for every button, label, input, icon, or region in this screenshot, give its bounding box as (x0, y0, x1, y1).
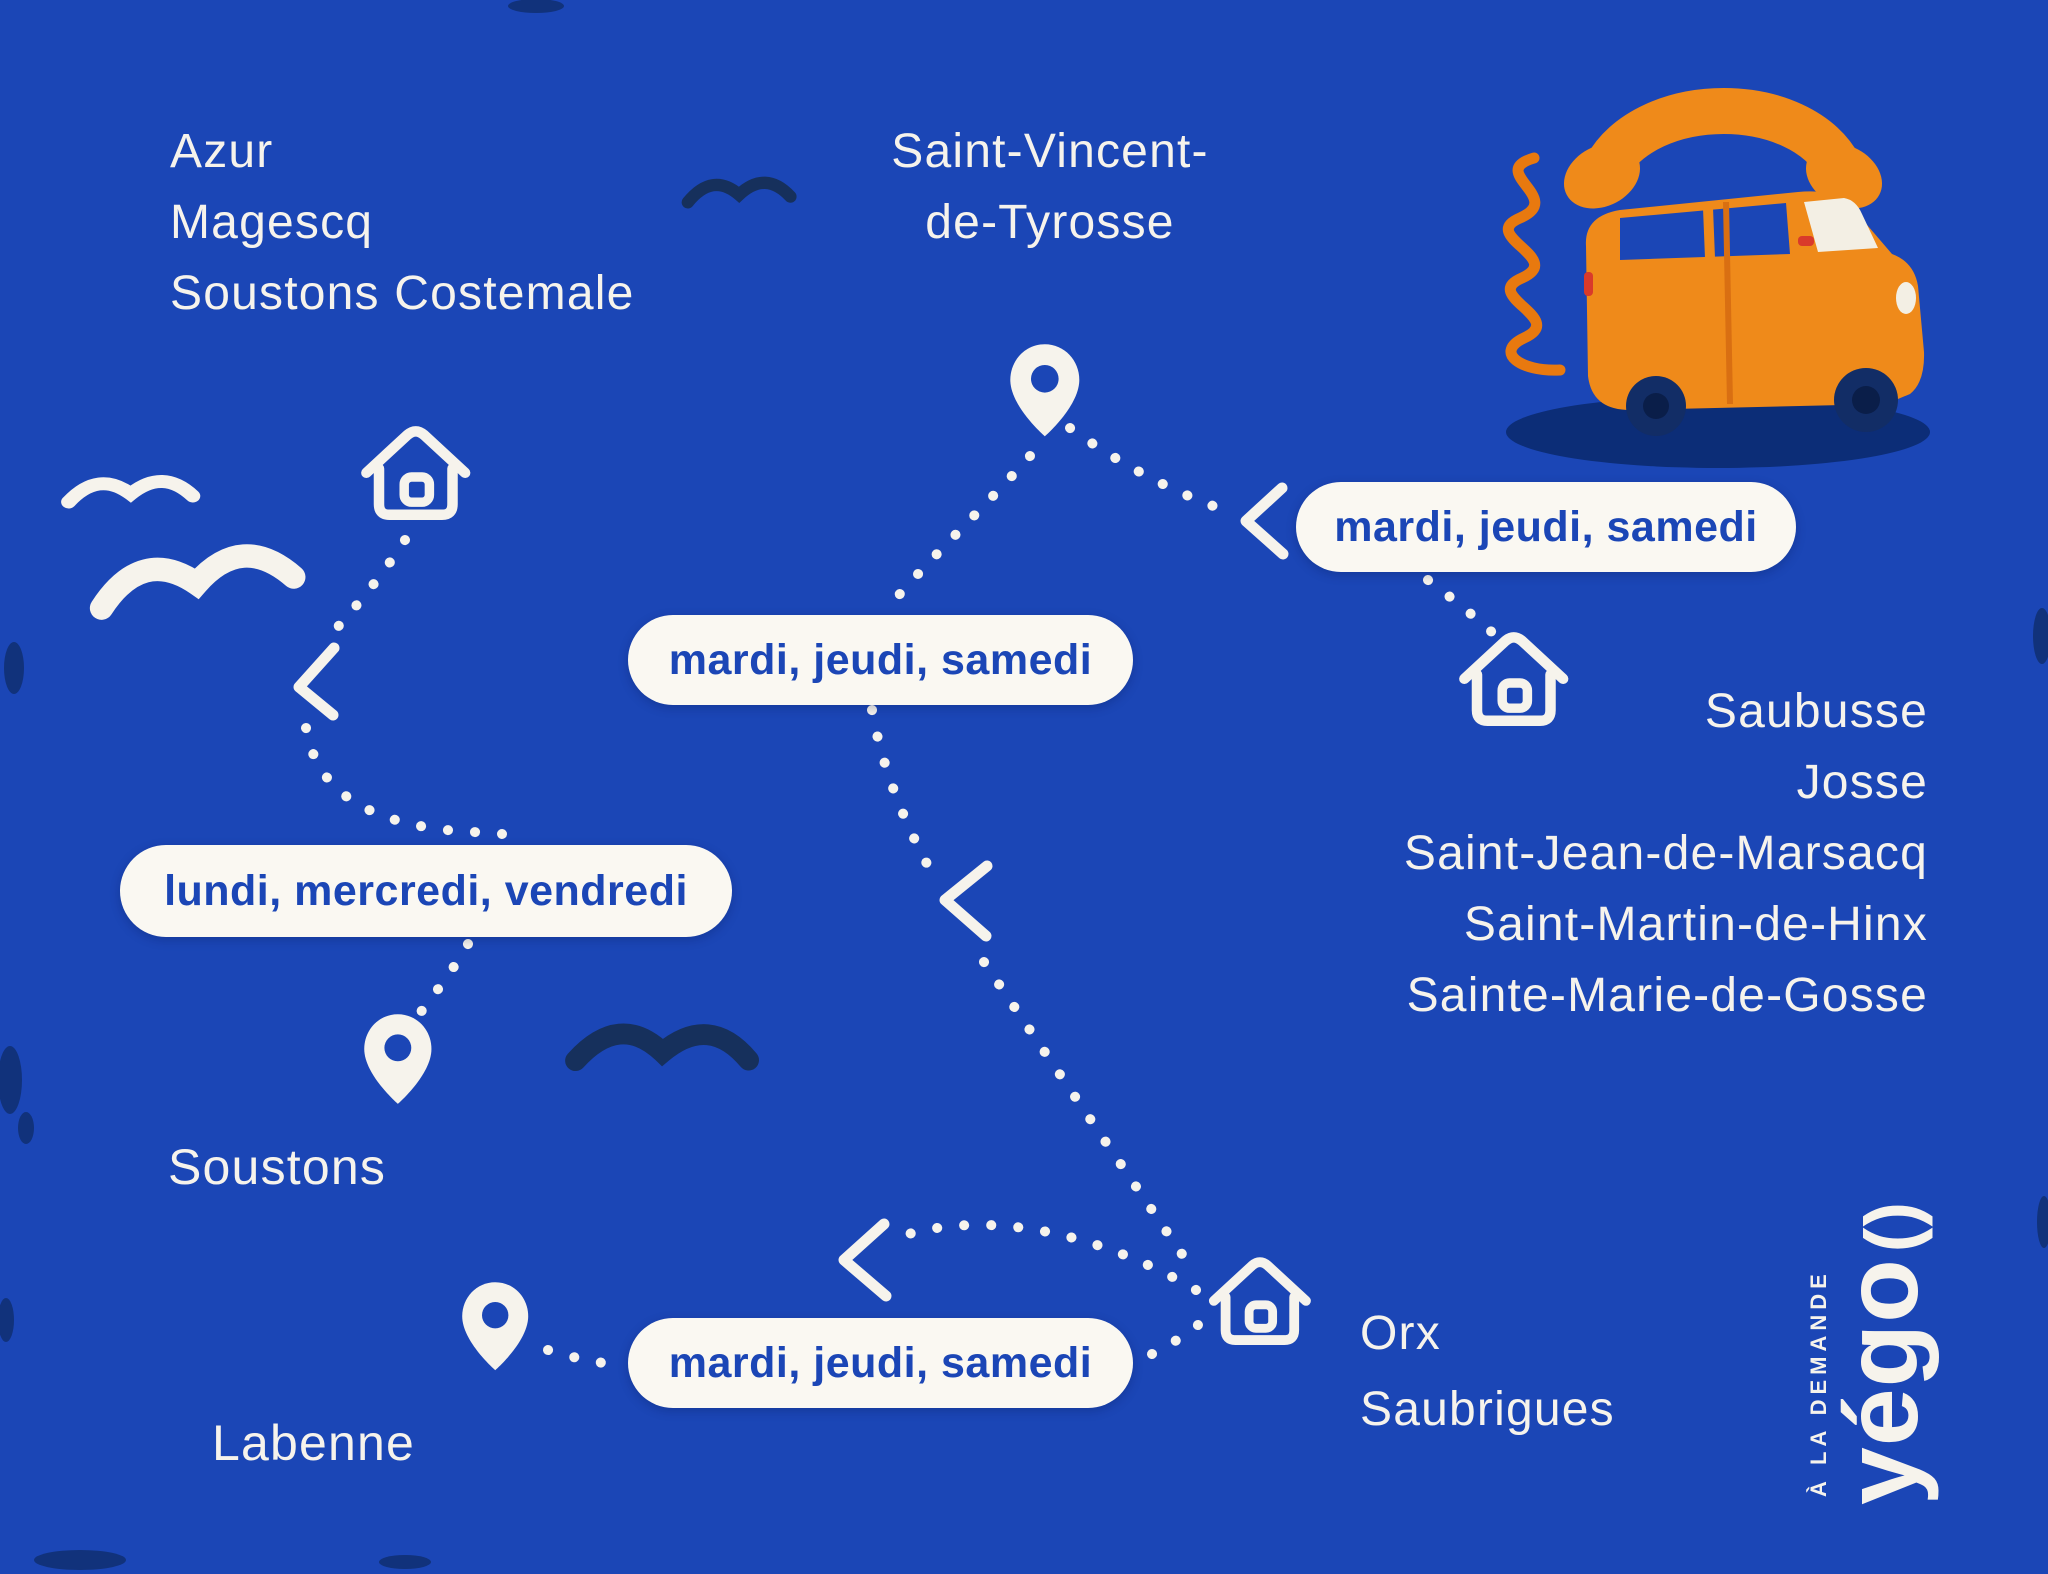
route-segment-chevron-to-orx (979, 957, 1191, 1265)
label-azur-group: Azur Magescq Soustons Costemale (170, 116, 635, 329)
pin-icon-saint-vincent (1010, 344, 1080, 437)
pin-icon-labenne (462, 1282, 529, 1371)
bird-icon-dark-top (688, 183, 791, 202)
route-segment-to-left-pill (301, 723, 507, 839)
label-soustons: Soustons (168, 1139, 387, 1195)
label-line: Sainte-Marie-de-Gosse (1406, 969, 1928, 1022)
label-line: Saint-Jean-de-Marsacq (1403, 827, 1928, 880)
route-segment-center-pill-to-chevron (867, 705, 941, 885)
route-segment-svdt-to-right-chevron (1065, 423, 1221, 512)
chevron-icon-left-route (293, 642, 340, 721)
label-labenne: Labenne (212, 1415, 416, 1471)
house-icon-azur-group (366, 431, 465, 514)
chevron-icon-bottom-route (838, 1218, 892, 1302)
schedule-pill-center: mardi, jeudi, samedi (628, 615, 1133, 705)
label-orx-group: Orx Saubrigues (1360, 1296, 1615, 1448)
label-line: de-Tyrosse (925, 196, 1175, 249)
label-line: Josse (1796, 756, 1928, 809)
route-segment-to-soustons-pin (405, 939, 473, 1031)
label-line: Azur (170, 125, 274, 178)
label-line: Magescq (170, 196, 374, 249)
schedule-pill-right: mardi, jeudi, samedi (1296, 482, 1796, 572)
route-segment-bottom-pill-to-orx (1147, 1315, 1209, 1359)
direction-arrows (293, 482, 1289, 1302)
phone-handset-icon (1563, 88, 1883, 209)
label-saubusse-group: Saubusse Josse Saint-Jean-de-Marsacq Sai… (1404, 676, 1928, 1031)
label-line: Saint-Vincent- (891, 125, 1209, 178)
label-line: Saint-Martin-de-Hinx (1463, 898, 1928, 951)
schedule-pill-bottom: mardi, jeudi, samedi (628, 1318, 1133, 1408)
logo-brand-text: yégo (1824, 1258, 1941, 1505)
route-segment-svdt-to-center-pill (881, 451, 1035, 615)
phone-cord-icon (1502, 152, 1566, 376)
van-icon (1584, 191, 1925, 436)
schedule-pill-left: lundi, mercredi, vendredi (120, 845, 732, 937)
label-line: Orx (1360, 1307, 1441, 1360)
routes (301, 423, 1499, 1370)
chevron-icon-center-route (939, 860, 993, 942)
route-segment-orx-arc-to-chevron (885, 1219, 1201, 1295)
label-saint-vincent: Saint-Vincent- de-Tyrosse (800, 116, 1300, 258)
label-line: Saubrigues (1360, 1383, 1615, 1436)
logo-brand: yégo() (1824, 1200, 1941, 1505)
route-segment-azur-to-chevron (319, 535, 410, 647)
pin-icon-soustons (364, 1014, 432, 1104)
label-line: Saubusse (1704, 685, 1928, 738)
bird-icon-dark-bottom (576, 1028, 750, 1070)
route-segment-right-pill-to-saubusse (1423, 575, 1499, 639)
chevron-icon-right-route (1240, 482, 1289, 560)
logo-signal-icon: () (1850, 1200, 1934, 1253)
house-icon-orx-group (1214, 1262, 1306, 1340)
van-shadow (1506, 396, 1930, 468)
yego-logo: À LA DEMANDE yégo() (1780, 1105, 1941, 1505)
van-with-phone-illustration (1502, 88, 1930, 468)
bird-icon-white-small (69, 481, 193, 502)
route-segment-labenne-to-bottom-pill (543, 1345, 625, 1370)
bird-icon-white-large (98, 551, 295, 608)
label-line: Soustons Costemale (170, 267, 635, 320)
